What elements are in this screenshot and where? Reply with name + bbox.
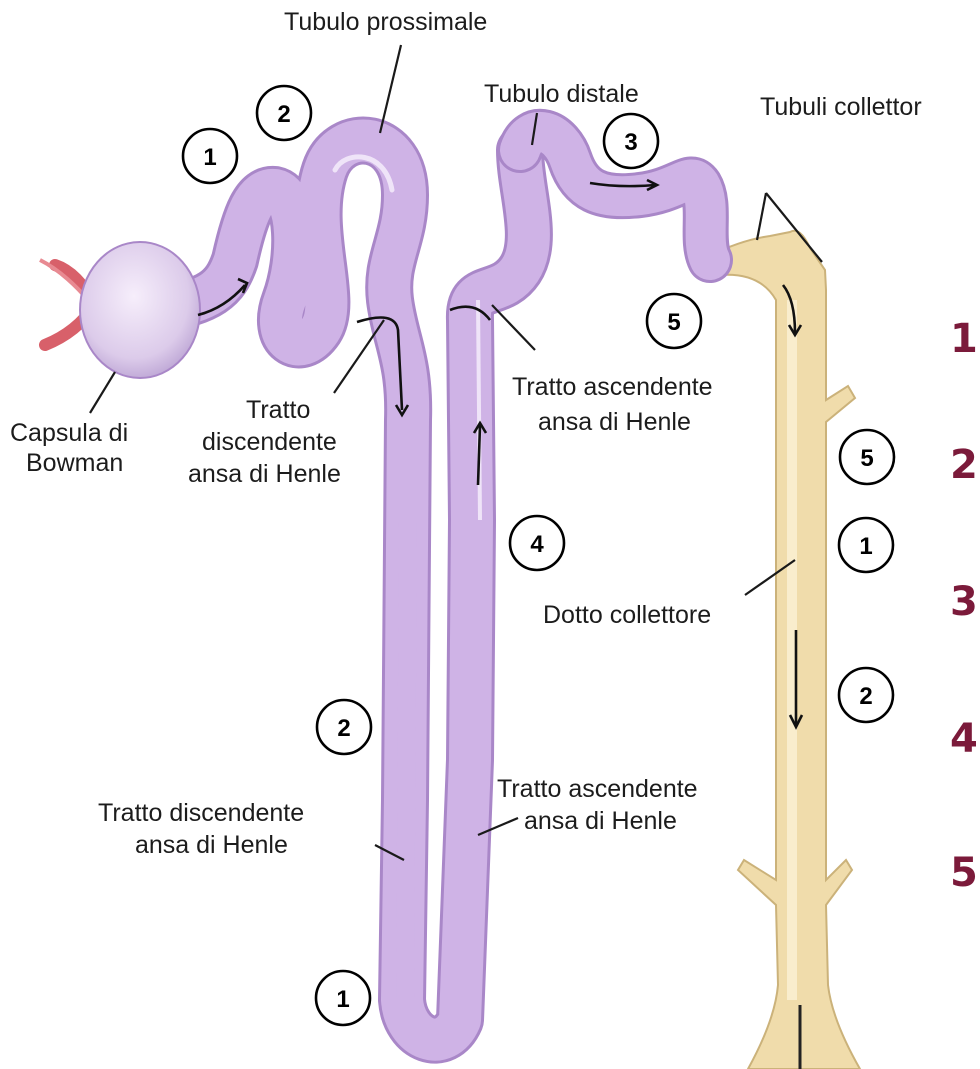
marker-1-loop: 1 [316,971,370,1025]
side-number-4: 4 [950,716,978,762]
svg-text:3: 3 [624,129,637,156]
label-tratto-disc-lower-2: ansa di Henle [135,831,288,859]
label-tubuli-collettori: Tubuli collettor [760,93,922,121]
marker-2-top: 2 [257,86,311,140]
label-tratto-asc-lower-2: ansa di Henle [524,807,677,835]
svg-text:5: 5 [667,309,680,336]
side-number-5: 5 [950,850,978,896]
marker-1-top: 1 [183,129,237,183]
marker-5-junction: 5 [647,294,701,348]
svg-text:2: 2 [859,683,872,710]
marker-2-loop: 2 [317,700,371,754]
label-tubulo-distale: Tubulo distale [484,80,639,108]
svg-text:5: 5 [860,445,873,472]
nephron-tubule [160,132,710,1040]
svg-text:1: 1 [859,533,872,560]
side-number-3: 3 [950,579,978,625]
bowman-capsule [80,242,200,378]
marker-3-distal: 3 [604,114,658,168]
label-tratto-asc-upper-2: ansa di Henle [538,408,691,436]
collecting-duct [696,231,860,1069]
marker-4-ascending: 4 [510,516,564,570]
label-dotto-collettore: Dotto collettore [543,601,711,629]
side-number-2: 2 [950,442,978,488]
label-tubulo-prossimale: Tubulo prossimale [284,8,487,36]
svg-text:4: 4 [530,531,544,558]
label-tratto-disc-upper-2: discendente [202,428,337,456]
label-capsula-line1: Capsula di [10,419,128,447]
label-tratto-asc-upper-1: Tratto ascendente [512,373,713,401]
svg-text:1: 1 [203,144,216,171]
label-tratto-disc-lower-1: Tratto discendente [98,799,304,827]
label-capsula-line2: Bowman [26,449,123,477]
label-tratto-asc-lower-1: Tratto ascendente [497,775,698,803]
marker-2-duct: 2 [839,668,893,722]
marker-1-duct: 1 [839,518,893,572]
side-number-1: 1 [950,316,978,362]
svg-text:2: 2 [337,715,350,742]
svg-text:1: 1 [336,986,349,1013]
marker-5-duct: 5 [840,430,894,484]
svg-text:2: 2 [277,101,290,128]
label-tratto-disc-upper-1: Tratto [246,396,310,424]
label-tratto-disc-upper-3: ansa di Henle [188,460,341,488]
